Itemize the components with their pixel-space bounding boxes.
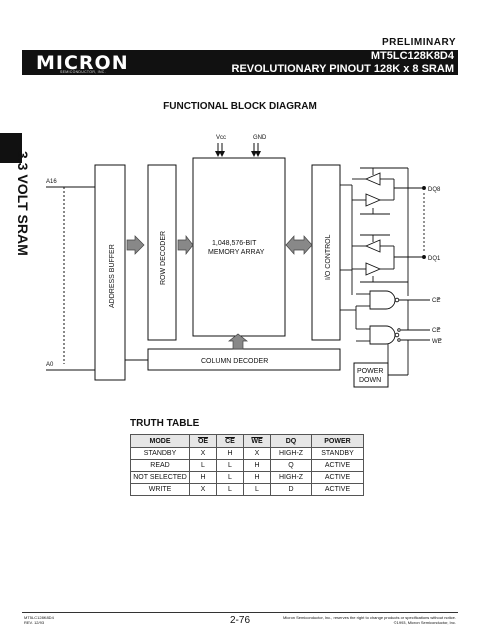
io-control-label: I/O CONTROL: [325, 234, 332, 280]
cell-dq: HIGH-Z: [270, 471, 312, 484]
vcc-label: Vcc: [216, 135, 226, 141]
header-mode: MODE: [130, 434, 190, 448]
gnd-label: GND: [253, 135, 267, 141]
footer-part-number: MT5LC128K8D4: [24, 615, 54, 620]
footer-revision: REV. 12/93: [24, 620, 45, 625]
diagram-title: FUNCTIONAL BLOCK DIAGRAM: [163, 101, 317, 112]
header-dq: DQ: [270, 434, 312, 448]
truth-table: MODE OE CE WE DQ POWER STANDBY X H X HIG…: [130, 434, 364, 496]
io-control-block: [311, 164, 341, 341]
ce-top-label: CE: [432, 298, 440, 304]
row-decoder-block: [147, 164, 177, 341]
cell-dq: D: [270, 483, 312, 496]
part-number: MT5LC128K8D4: [370, 50, 454, 62]
cell-oe: L: [189, 459, 217, 472]
header-we: WE: [243, 434, 271, 448]
logo-subtitle: SEMICONDUCTOR, INC.: [60, 70, 106, 74]
side-tab-marker: [0, 133, 22, 163]
cell-power: ACTIVE: [311, 483, 364, 496]
memory-array-line2: MEMORY ARRAY: [208, 249, 265, 256]
dq1-label: DQ1: [428, 256, 441, 262]
cell-ce: L: [216, 483, 244, 496]
header-bar: [22, 50, 458, 75]
ce-label: CE: [432, 328, 440, 334]
cell-ce: L: [216, 459, 244, 472]
cell-we: L: [243, 483, 271, 496]
document-subtitle: REVOLUTIONARY PINOUT 128K x 8 SRAM: [231, 63, 455, 75]
cell-mode: STANDBY: [130, 447, 190, 460]
column-decoder-label: COLUMN DECODER: [201, 358, 268, 365]
cell-we: H: [243, 471, 271, 484]
dq8-label: DQ8: [428, 187, 441, 193]
table-row: NOT SELECTED H L H HIGH-Z ACTIVE: [130, 471, 364, 484]
io-buffers: [340, 167, 430, 376]
cell-oe: H: [189, 471, 217, 484]
cell-we: H: [243, 459, 271, 472]
table-row: READ L L H Q ACTIVE: [130, 459, 364, 472]
address-buffer-label: ADDRESS BUFFER: [109, 244, 116, 308]
cell-dq: HIGH-Z: [270, 447, 312, 460]
address-buffer-block: [94, 164, 126, 381]
table-row: WRITE X L L D ACTIVE: [130, 483, 364, 496]
footer-disclaimer: Micron Semiconductor, Inc., reserves the…: [283, 615, 456, 620]
truth-table-title: TRUTH TABLE: [130, 418, 200, 429]
cell-oe: X: [189, 483, 217, 496]
cell-dq: Q: [270, 459, 312, 472]
cell-mode: NOT SELECTED: [130, 471, 190, 484]
page-number: 2-76: [229, 615, 250, 626]
cell-ce: L: [216, 471, 244, 484]
cell-power: ACTIVE: [311, 471, 364, 484]
truth-table-header-row: MODE OE CE WE DQ POWER: [130, 434, 364, 448]
preliminary-label: PRELIMINARY: [381, 37, 456, 48]
table-row: STANDBY X H X HIGH-Z STANDBY: [130, 447, 364, 460]
cell-oe: X: [189, 447, 217, 460]
data-flow-arrows: [126, 234, 313, 350]
footer-left: MT5LC128K8D4 REV. 12/93: [24, 615, 54, 625]
cell-power: ACTIVE: [311, 459, 364, 472]
power-down-line1: POWER: [357, 368, 383, 375]
we-label: WE: [432, 339, 442, 345]
footer-right: Micron Semiconductor, Inc., reserves the…: [283, 615, 456, 625]
cell-power: STANDBY: [311, 447, 364, 460]
memory-array-line1: 1,048,576-BIT: [212, 240, 257, 247]
row-decoder-label: ROW DECODER: [160, 231, 167, 285]
a16-label: A16: [46, 179, 57, 185]
micron-logo: MICRON: [36, 52, 129, 74]
header-oe: OE: [189, 434, 217, 448]
footer-rule: [22, 612, 458, 613]
memory-array-block: [192, 157, 286, 337]
footer-copyright: ©1993, Micron Semiconductor, Inc.: [393, 620, 456, 625]
a0-label: A0: [46, 362, 54, 368]
cell-mode: READ: [130, 459, 190, 472]
cell-we: X: [243, 447, 271, 460]
power-down-line2: DOWN: [359, 377, 381, 384]
header-power: POWER: [311, 434, 364, 448]
header-ce: CE: [216, 434, 244, 448]
cell-ce: H: [216, 447, 244, 460]
functional-block-diagram: Vcc GND A16 A0 ADDRESS BUFFER ROW DECODE…: [46, 135, 442, 388]
cell-mode: WRITE: [130, 483, 190, 496]
